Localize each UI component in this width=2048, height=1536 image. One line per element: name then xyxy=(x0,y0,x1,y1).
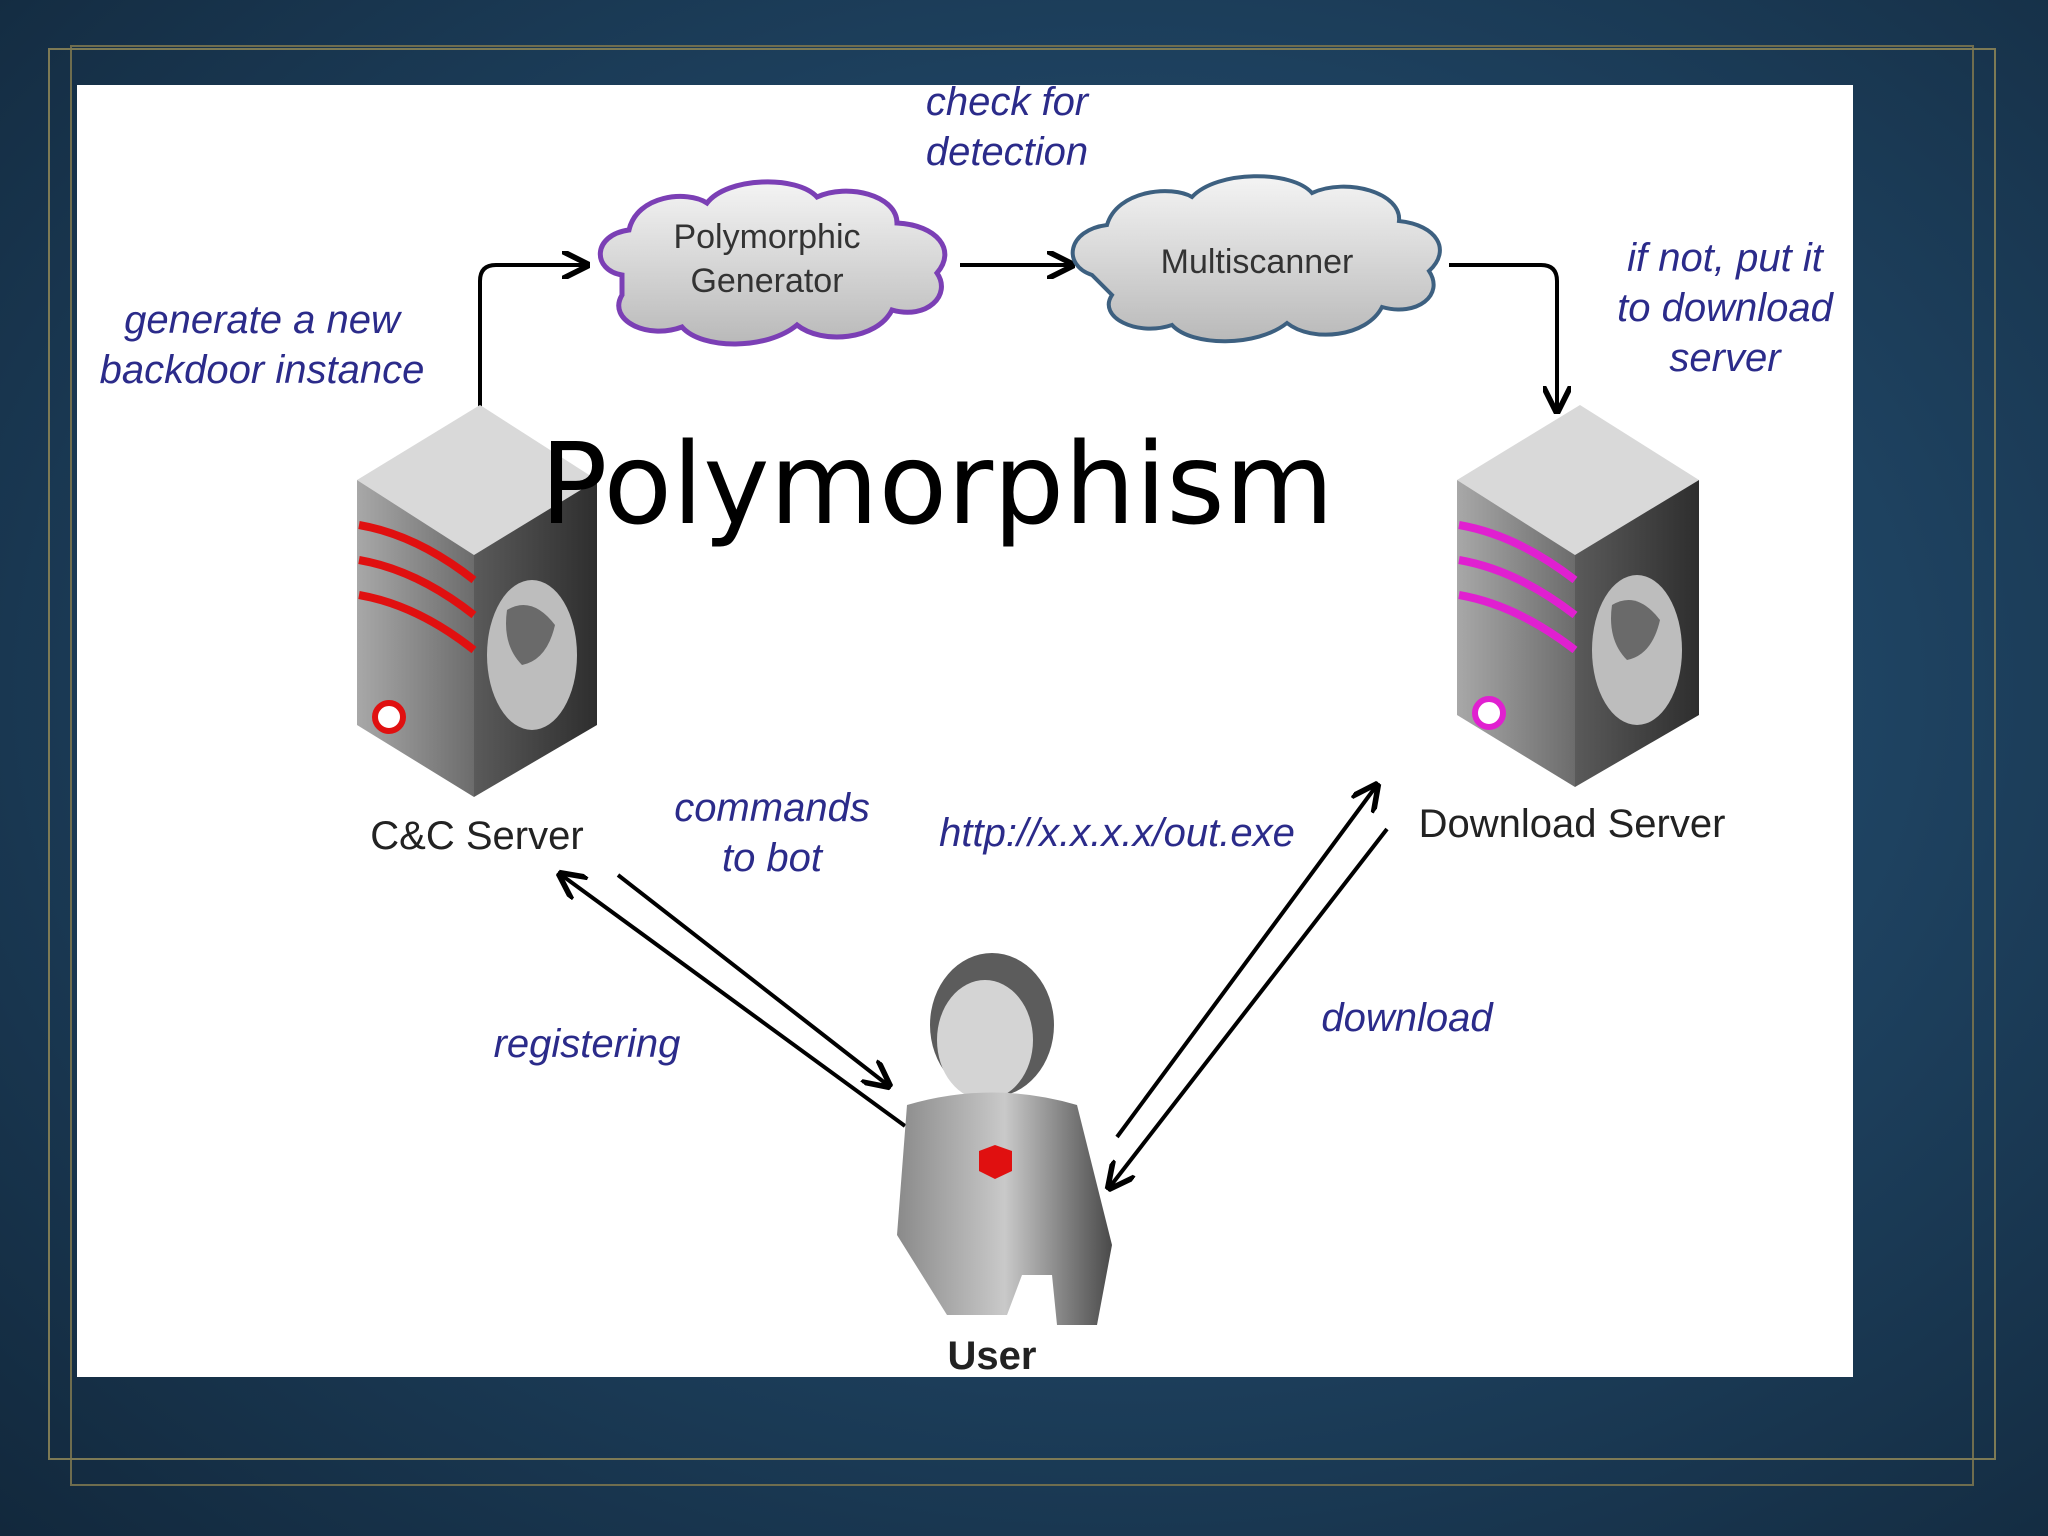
edge-label-registering: registering xyxy=(493,1022,681,1066)
arrow-download-to-user xyxy=(1109,827,1389,1188)
slide-frame-inner xyxy=(70,45,1974,1486)
download-server-icon xyxy=(1457,405,1699,787)
arrow-user-to-cnc xyxy=(560,874,907,1128)
arrow-cnc-to-generator xyxy=(478,265,587,423)
cnc-server-label: C&C Server xyxy=(370,814,584,858)
download-server-label: Download Server xyxy=(1418,802,1726,846)
arrow-user-to-download xyxy=(1115,785,1377,1139)
multiscanner-cloud xyxy=(1070,174,1442,344)
polymorphic-generator-label: Polymorphic Generator xyxy=(673,218,861,300)
diagram-panel: Polymorphic Generator Multiscanner gener… xyxy=(77,85,1853,1377)
polymorphic-generator-cloud xyxy=(597,179,948,347)
slide-title: Polymorphism xyxy=(540,420,1334,550)
diagram-canvas xyxy=(357,174,1699,1325)
cnc-server-icon xyxy=(357,405,597,797)
edge-label-check: check for detection xyxy=(925,85,1089,174)
arrow-multiscanner-to-download xyxy=(1449,263,1557,411)
edge-label-put: if not, put it to download server xyxy=(1617,236,1833,380)
arrow-cnc-to-user xyxy=(616,873,889,1086)
edge-label-url: http://x.x.x.x/out.exe xyxy=(939,811,1295,855)
user-figure xyxy=(897,953,1112,1325)
edge-label-generate: generate a new backdoor instance xyxy=(99,298,425,392)
multiscanner-label: Multiscanner xyxy=(1160,243,1354,281)
user-label: User xyxy=(947,1334,1037,1377)
edge-label-download: download xyxy=(1321,996,1493,1040)
slide-frame-outer xyxy=(48,48,1996,1460)
edge-label-commands: commands to bot xyxy=(674,786,870,880)
